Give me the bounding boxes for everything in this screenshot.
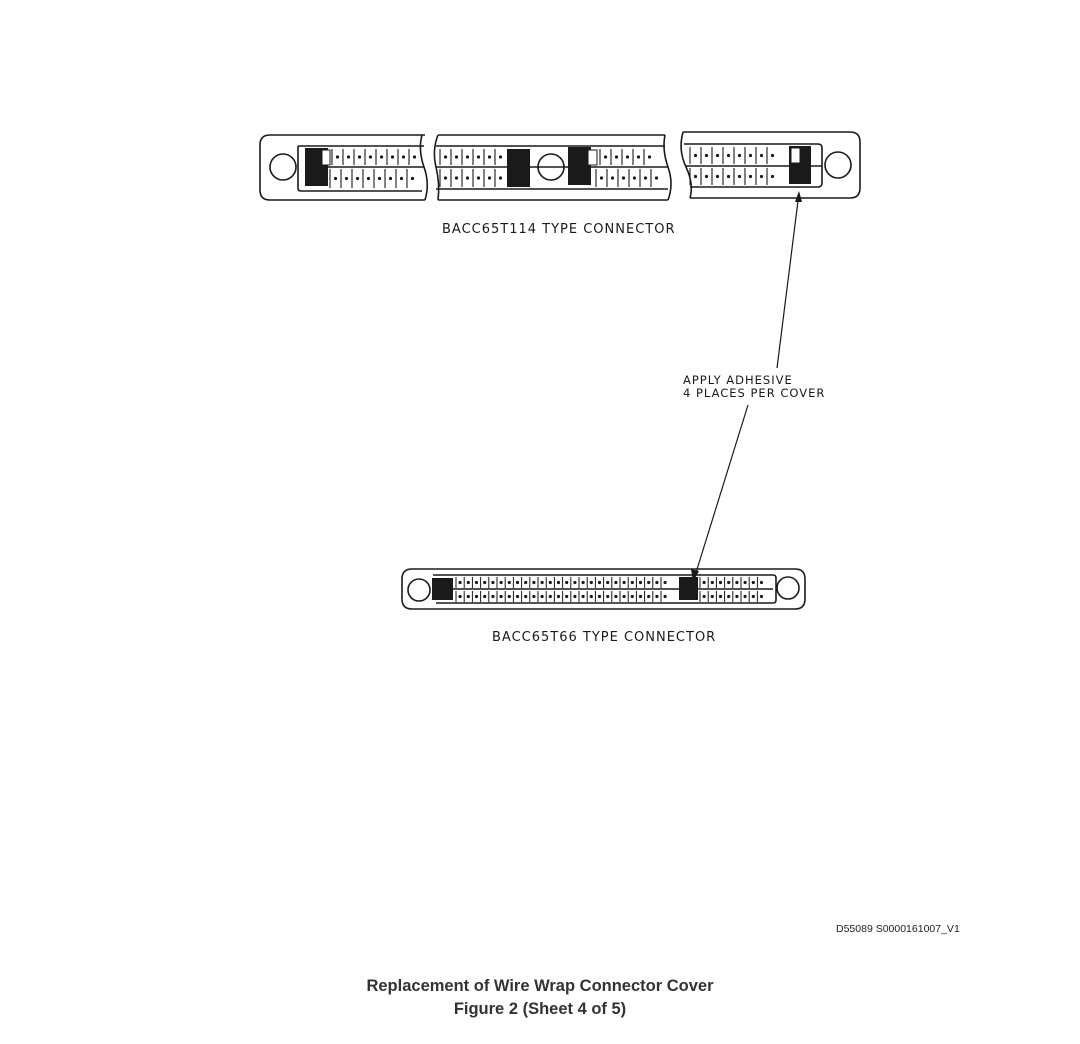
bottom-connector-label: BACC65T66 TYPE CONNECTOR	[492, 630, 717, 645]
top-connector-middle-segment	[433, 134, 672, 201]
figure-title: Replacement of Wire Wrap Connector Cover	[366, 977, 714, 995]
mounting-hole	[776, 576, 800, 600]
drawing-reference: D55089 S0000161007_V1	[836, 923, 960, 935]
mounting-hole	[407, 578, 431, 602]
adhesive-pad	[432, 578, 453, 600]
top-connector-label: BACC65T114 TYPE CONNECTOR	[442, 222, 676, 237]
figure-subtitle: Figure 2 (Sheet 4 of 5)	[453, 1000, 627, 1018]
adhesive-pad	[507, 149, 530, 187]
adhesive-note-line1: APPLY ADHESIVE	[683, 373, 793, 387]
top-connector-right-segment	[680, 131, 861, 199]
mounting-hole	[824, 151, 852, 179]
bottom-connector	[401, 568, 806, 610]
mounting-hole	[269, 153, 297, 181]
adhesive-pad	[679, 577, 698, 600]
top-connector-left-segment	[259, 134, 429, 201]
adhesive-note-line2: 4 PLACES PER COVER	[683, 386, 826, 400]
adhesive-pad	[568, 147, 591, 185]
mounting-hole	[537, 153, 565, 181]
